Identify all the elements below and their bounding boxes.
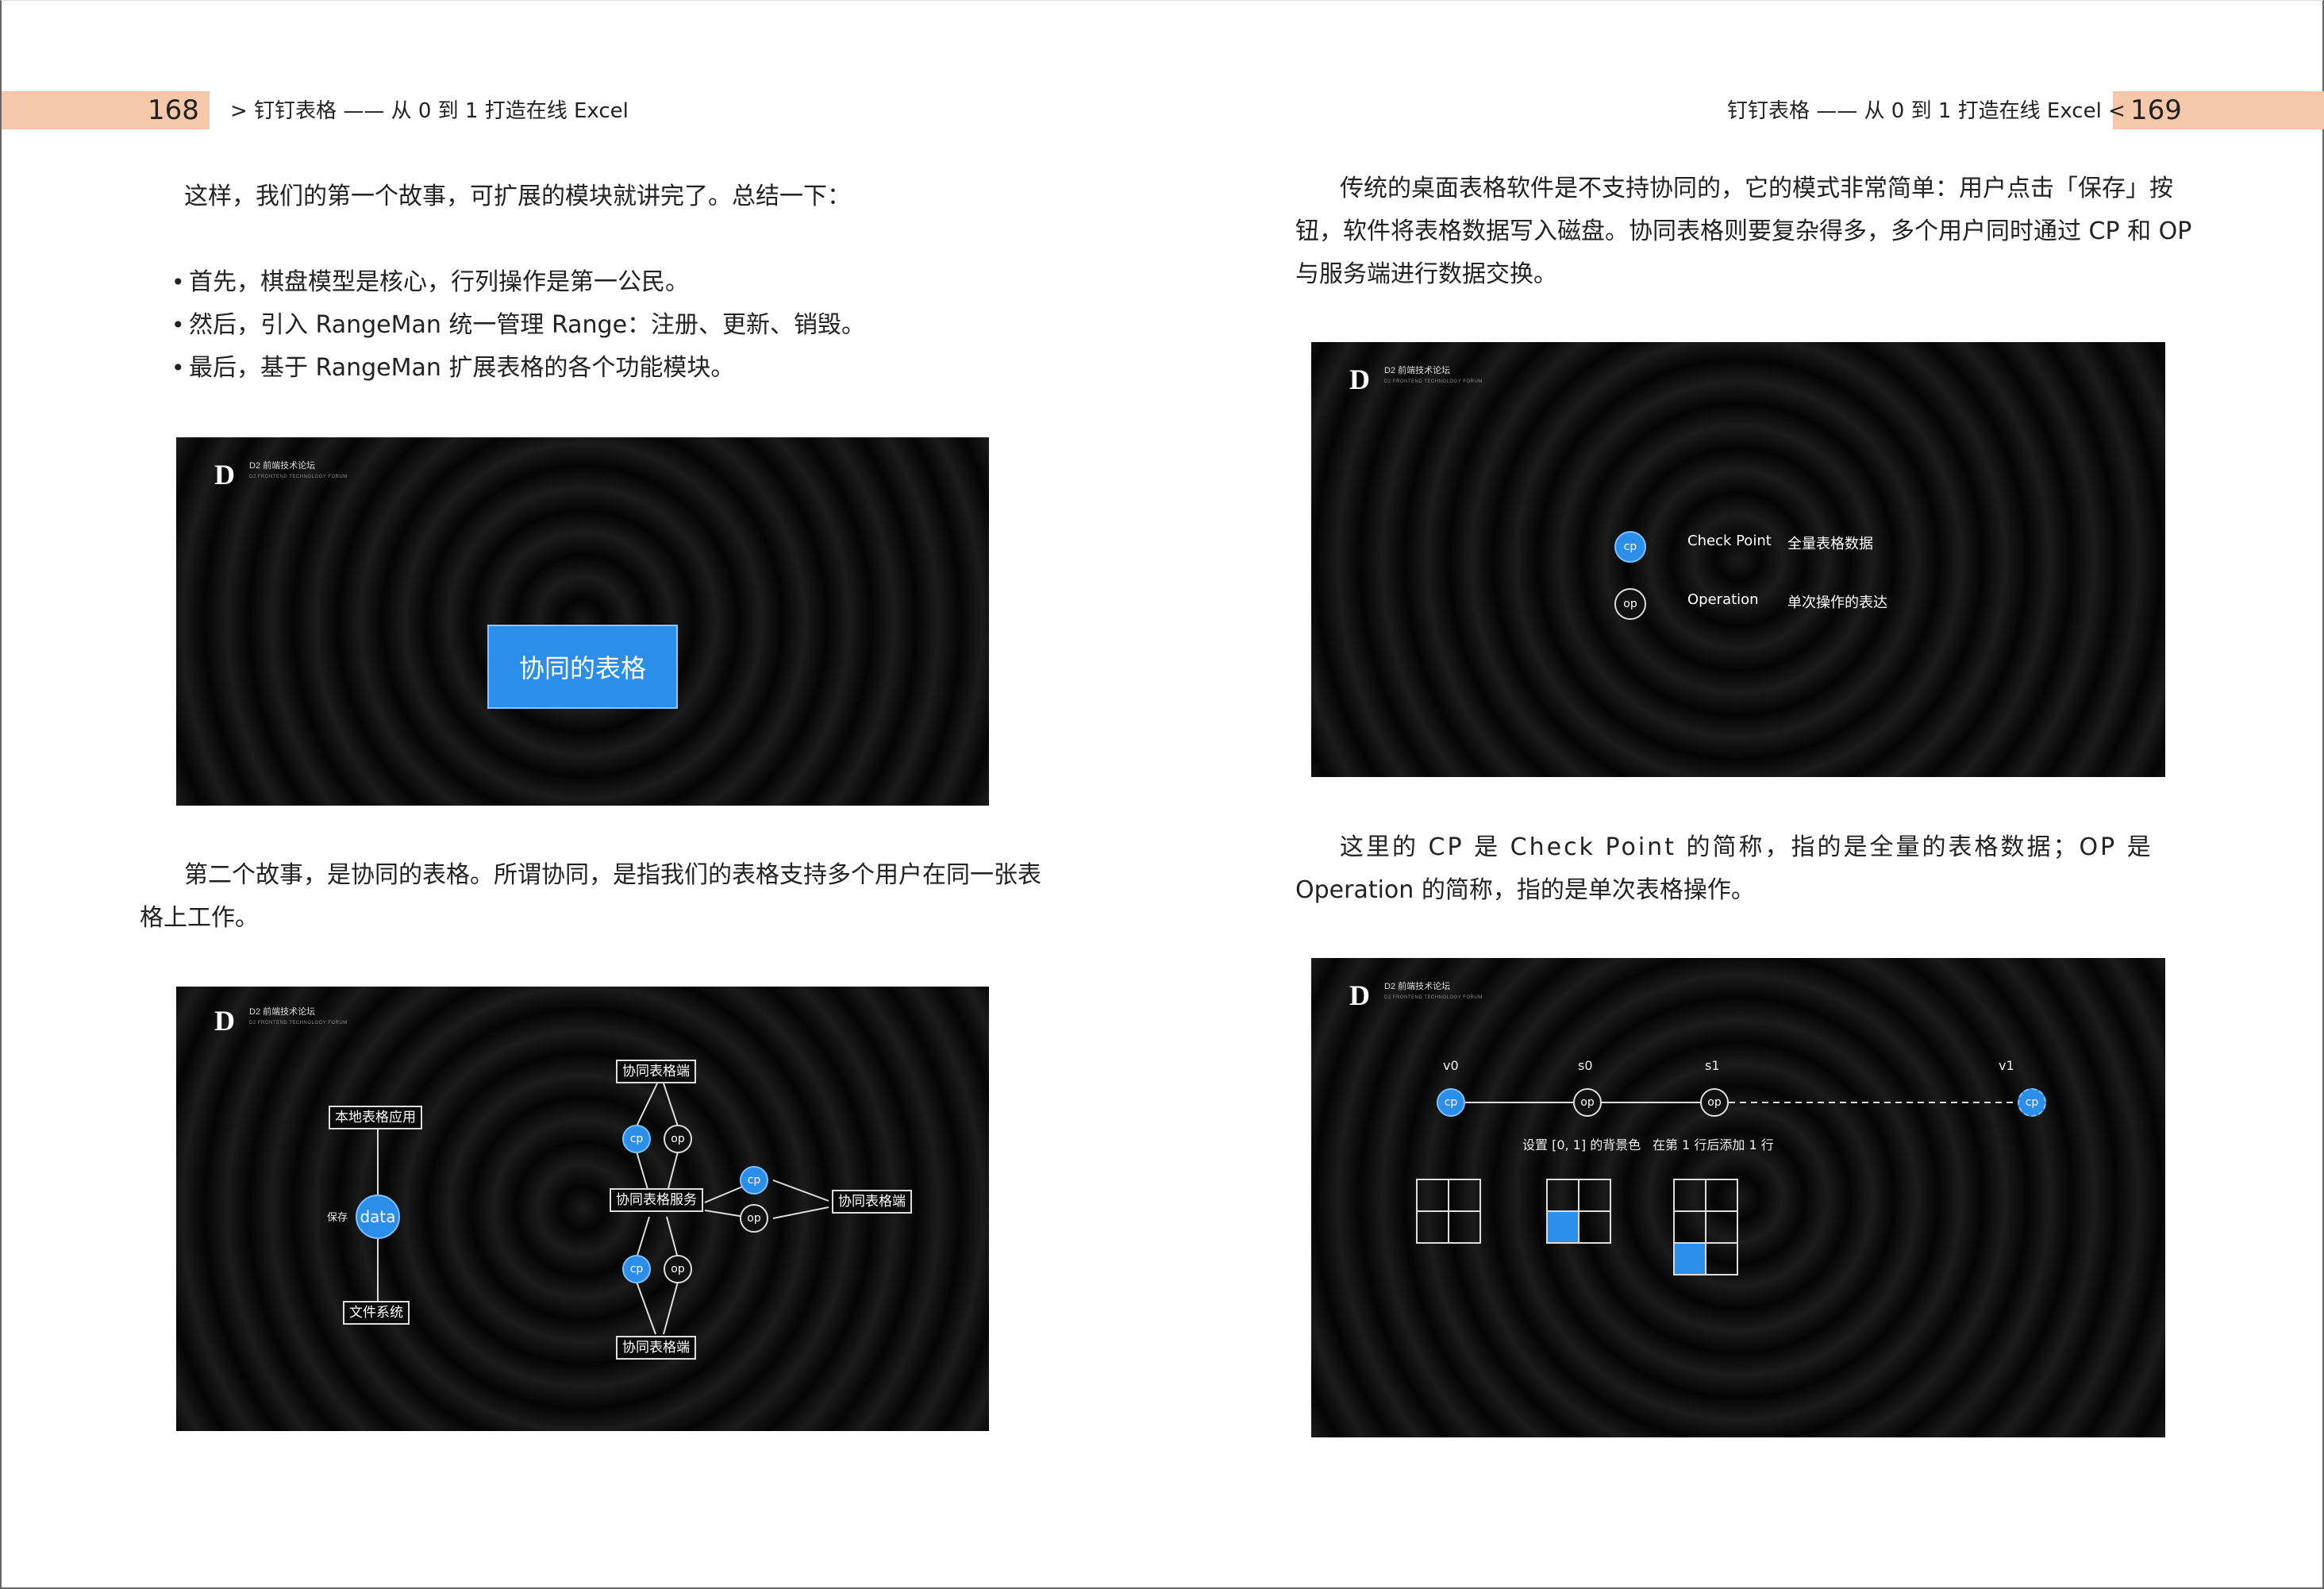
bullet-item: •最后，基于 RangeMan 扩展表格的各个功能模块。	[171, 354, 735, 382]
logo-subtitle: D2 FRONTEND TECHNOLOGY FORUM	[249, 475, 348, 479]
collab-client-top-box: 协同表格端	[616, 1060, 696, 1083]
d2-logo-icon: D	[214, 1005, 235, 1037]
version-label-v0: v0	[1443, 1058, 1459, 1073]
bullet-item: •然后，引入 RangeMan 统一管理 Range：注册、更新、销毁。	[171, 311, 866, 339]
cp-node: cp	[622, 1125, 651, 1153]
save-label: 保存	[327, 1212, 348, 1224]
right-page: 169 钉钉表格 —— 从 0 到 1 打造在线 Excel < 传统的桌面表格…	[1162, 0, 2324, 1589]
page-number-band	[2, 91, 210, 129]
s0-description: 设置 [0, 1] 的背景色	[1522, 1137, 1641, 1152]
cp-name: Check Point	[1687, 533, 1772, 549]
d2-logo-icon: D	[1349, 979, 1370, 1011]
op-node-s1: op	[1700, 1088, 1729, 1117]
cp-legend-icon: cp	[1614, 531, 1646, 563]
d2-logo-icon: D	[1349, 364, 1370, 395]
running-head: > 钉钉表格 —— 从 0 到 1 打造在线 Excel	[230, 99, 629, 123]
story-paragraph-line2: 格上工作。	[140, 904, 259, 932]
paragraph-2-line1: 这里的 CP 是 Check Point 的简称，指的是全量的表格数据；OP 是	[1340, 833, 2153, 861]
d2-logo-icon: D	[214, 459, 235, 491]
bullet-item: •首先，棋盘模型是核心，行列操作是第一公民。	[171, 268, 689, 296]
slide-collab-architecture: D D2 前端技术论坛 D2 FRONTEND TECHNOLOGY FORUM…	[176, 987, 989, 1431]
logo-subtitle: D2 FRONTEND TECHNOLOGY FORUM	[249, 1021, 348, 1025]
slide-version-timeline: D D2 前端技术论坛 D2 FRONTEND TECHNOLOGY FORUM…	[1311, 958, 2165, 1437]
logo-title: D2 前端技术论坛	[249, 1007, 316, 1017]
slide-collab-title: D D2 前端技术论坛 D2 FRONTEND TECHNOLOGY FORUM…	[176, 437, 989, 806]
op-name: Operation	[1687, 591, 1759, 608]
page-number-band	[2113, 91, 2324, 129]
timeline-lines	[1465, 1102, 2018, 1103]
cp-description: 全量表格数据	[1787, 536, 1873, 552]
page-number: 168	[148, 94, 199, 126]
cp-node: cp	[740, 1166, 768, 1195]
collab-service-box: 协同表格服务	[610, 1188, 703, 1212]
cp-node-v0: cp	[1437, 1088, 1465, 1117]
s1-description: 在第 1 行后添加 1 行	[1653, 1137, 1774, 1152]
paragraph-1-line2: 钮，软件将表格数据写入磁盘。协同表格则要复杂得多，多个用户同时通过 CP 和 O…	[1295, 217, 2192, 245]
op-node: op	[664, 1255, 692, 1283]
story-paragraph-line1: 第二个故事，是协同的表格。所谓协同，是指我们的表格支持多个用户在同一张表	[184, 861, 1041, 889]
op-legend-icon: op	[1614, 588, 1646, 620]
file-system-box: 文件系统	[343, 1301, 410, 1325]
version-label-s0: s0	[1578, 1058, 1593, 1073]
op-node: op	[664, 1125, 692, 1153]
collab-client-right-box: 协同表格端	[832, 1190, 912, 1214]
op-description: 单次操作的表达	[1787, 594, 1887, 611]
left-page: 168 > 钉钉表格 —— 从 0 到 1 打造在线 Excel 这样，我们的第…	[0, 0, 1162, 1589]
intro-paragraph: 这样，我们的第一个故事，可扩展的模块就讲完了。总结一下：	[184, 183, 851, 210]
logo-title: D2 前端技术论坛	[1384, 366, 1451, 375]
cp-node-v1: cp	[2018, 1088, 2046, 1117]
collab-table-title: 协同的表格	[487, 625, 678, 709]
logo-title: D2 前端技术论坛	[249, 461, 316, 471]
paragraph-1-line1: 传统的桌面表格软件是不支持协同的，它的模式非常简单：用户点击「保存」按	[1340, 175, 2173, 202]
highlighted-cell	[1673, 1242, 1706, 1275]
paragraph-1-line3: 与服务端进行数据交换。	[1295, 260, 1557, 288]
data-node: data	[356, 1195, 400, 1239]
op-node-s0: op	[1573, 1088, 1602, 1117]
slide-cp-op-definition: D D2 前端技术论坛 D2 FRONTEND TECHNOLOGY FORUM…	[1311, 342, 2165, 777]
version-label-s1: s1	[1705, 1058, 1720, 1073]
local-app-box: 本地表格应用	[329, 1106, 422, 1129]
logo-subtitle: D2 FRONTEND TECHNOLOGY FORUM	[1384, 379, 1483, 384]
version-label-v1: v1	[1999, 1058, 2014, 1073]
op-node: op	[740, 1204, 768, 1233]
highlighted-cell	[1546, 1210, 1579, 1244]
page-number: 169	[2130, 94, 2182, 126]
running-head: 钉钉表格 —— 从 0 到 1 打造在线 Excel <	[1727, 99, 2126, 123]
cp-node: cp	[622, 1255, 651, 1283]
logo-title: D2 前端技术论坛	[1384, 982, 1451, 991]
logo-subtitle: D2 FRONTEND TECHNOLOGY FORUM	[1384, 995, 1483, 1000]
collab-client-bottom-box: 协同表格端	[616, 1336, 696, 1360]
paragraph-2-line2: Operation 的简称，指的是单次表格操作。	[1295, 876, 1755, 904]
